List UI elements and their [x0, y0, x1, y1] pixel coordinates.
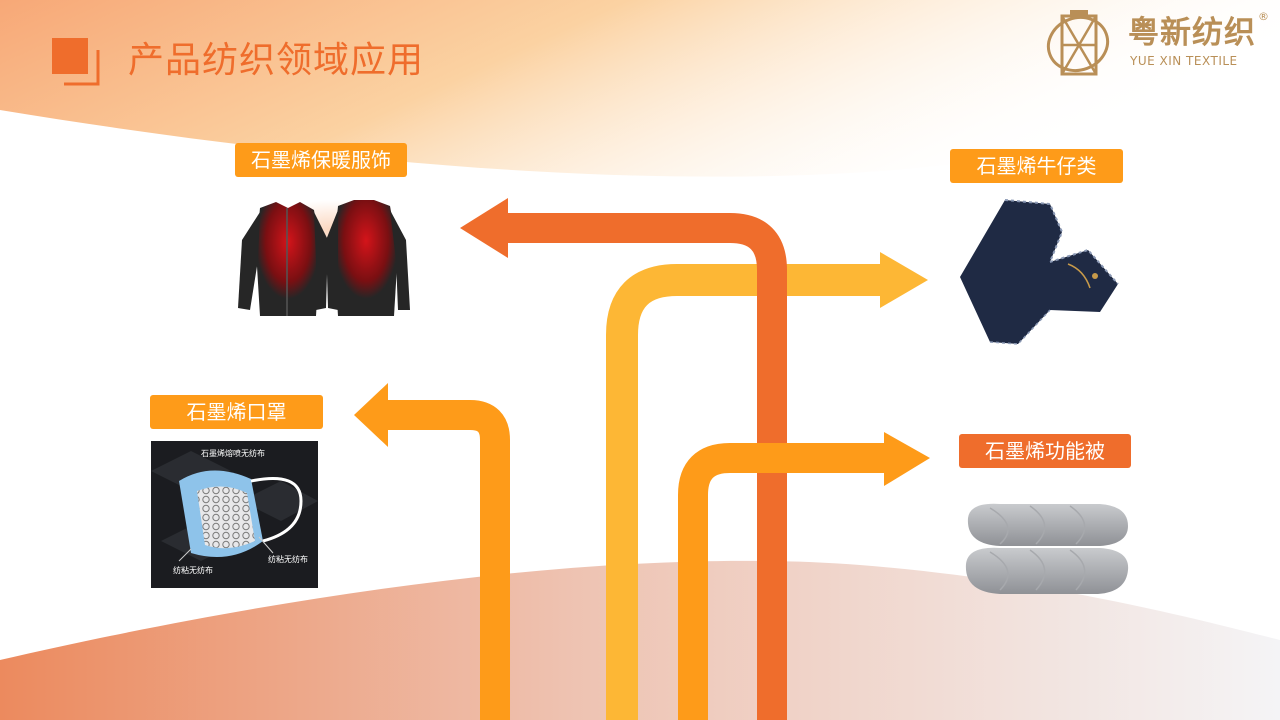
brand-name-cn: 粤新纺织 — [1128, 15, 1256, 51]
label-mask: 石墨烯口罩 — [150, 395, 323, 429]
heated-jacket-image — [238, 200, 410, 316]
arrow-to-quilt — [678, 432, 930, 720]
rolled-quilt-image — [965, 503, 1129, 594]
mask-callout-spunbond-right: 纺粘无纺布 — [268, 555, 308, 564]
bottom-wave — [0, 560, 1280, 720]
brand-logo-icon — [1046, 10, 1110, 76]
arrow-to-mask — [354, 383, 510, 720]
folded-jeans-image — [960, 199, 1119, 345]
mask-callout-spunbond-left: 纺粘无纺布 — [173, 566, 213, 575]
face-mask-image — [151, 441, 318, 588]
top-wave — [0, 0, 1280, 177]
mask-callout-meltblown: 石墨烯熔喷无纺布 — [201, 449, 265, 458]
brand-name-en: YUE XIN TEXTILE — [1130, 54, 1238, 68]
label-quilt: 石墨烯功能被 — [959, 434, 1131, 468]
title-square-icon — [52, 38, 100, 86]
registered-mark: ® — [1258, 10, 1269, 23]
label-jeans: 石墨烯牛仔类 — [950, 149, 1123, 183]
page-title: 产品纺织领域应用 — [128, 40, 425, 81]
arrow-to-jacket — [460, 198, 787, 720]
label-heated-clothing: 石墨烯保暖服饰 — [235, 143, 407, 177]
arrow-to-jeans — [606, 252, 928, 720]
